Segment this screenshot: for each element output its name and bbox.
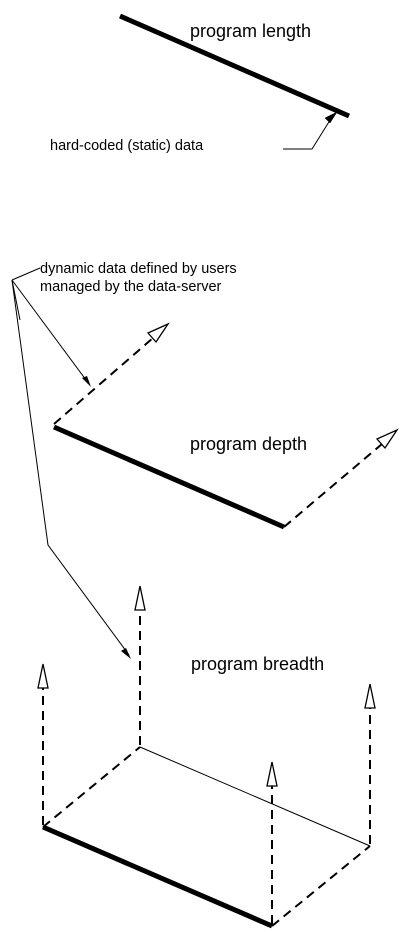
depth-leader-arrowhead: [82, 376, 91, 387]
vertical-arrow-front-right: [266, 761, 278, 787]
depth-dashed-upper: [53, 337, 154, 425]
breadth-back-edge: [139, 746, 371, 847]
program-length-static-line: [118, 13, 351, 119]
program-depth-label: program depth: [190, 434, 308, 454]
program-depth-line: [53, 424, 285, 530]
depth-lower-open-arrow: [375, 428, 399, 450]
program-breadth-group: [37, 585, 376, 929]
vertical-arrow-back-right: [364, 683, 376, 709]
dynamic-leader-breadth: [11, 279, 130, 656]
depth-dashed-lower: [283, 443, 383, 528]
breadth-leader-arrowhead: [121, 648, 131, 659]
breadth-front-edge: [42, 824, 273, 929]
dynamic-data-leaders: [11, 267, 130, 656]
depth-upper-open-arrow: [146, 322, 170, 344]
dynamic-data-label-line2: managed by the data-server: [40, 279, 222, 295]
program-breadth-label: program breadth: [191, 654, 325, 674]
program-depth-group: [53, 322, 399, 530]
dynamic-leader-depth: [11, 279, 90, 385]
dynamic-data-label-line1: dynamic data defined by users: [40, 261, 237, 277]
dynamic-leader-bottom: [11, 279, 21, 321]
program-length-group: [118, 13, 351, 150]
vertical-arrow-front-left: [37, 663, 49, 689]
dynamic-label-connector: [11, 267, 41, 281]
breadth-right-depth-edge: [271, 845, 371, 927]
breadth-left-depth-edge: [42, 746, 141, 828]
static-data-arrowhead: [324, 111, 338, 124]
vertical-arrow-back-left: [134, 585, 146, 611]
static-data-leader: [283, 116, 333, 150]
static-data-label: hard-coded (static) data: [50, 138, 204, 154]
program-length-label: program length: [190, 21, 312, 41]
